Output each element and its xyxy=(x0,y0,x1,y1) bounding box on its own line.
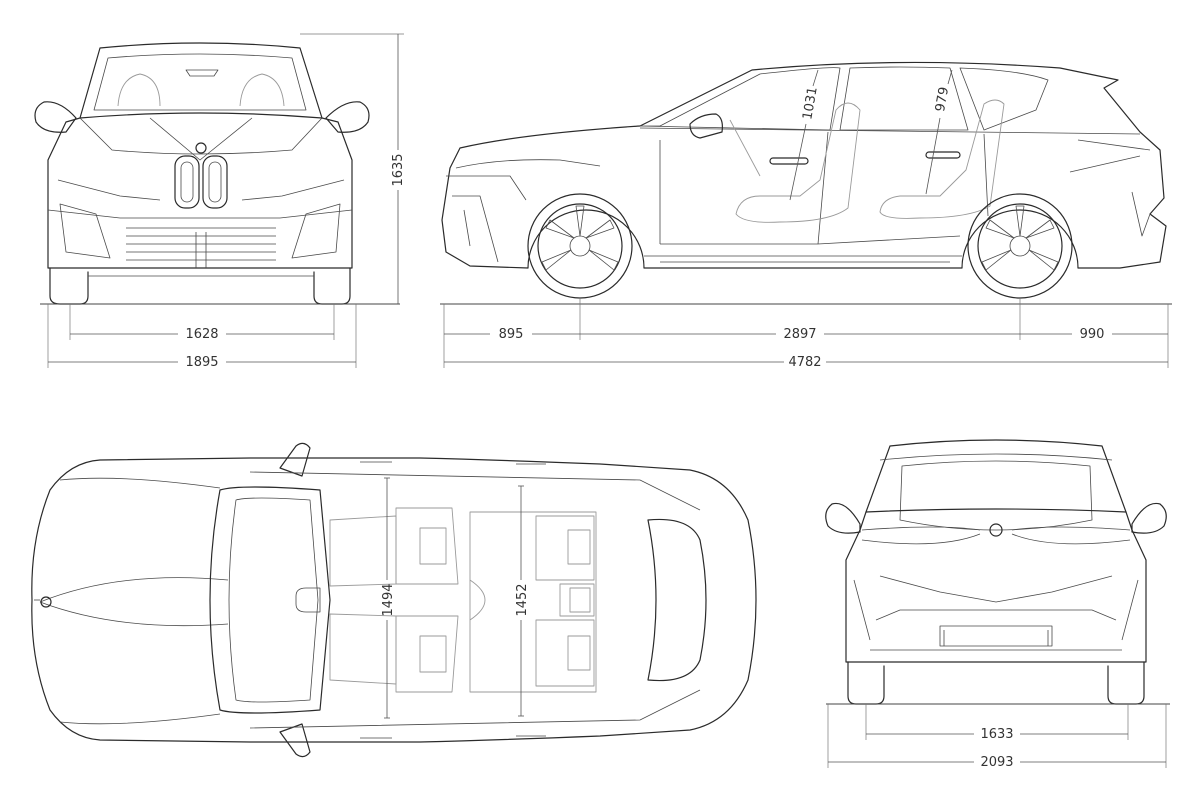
rear-overhang-label: 990 xyxy=(1080,327,1105,342)
brand-emblem-rear xyxy=(989,523,1003,537)
front-wheel xyxy=(527,193,633,299)
rear-left-mirror xyxy=(825,502,861,534)
side-view-dimensions: 895 2897 990 4782 1031 979 xyxy=(443,69,1169,370)
front-left-mirror xyxy=(34,101,77,133)
front-right-mirror xyxy=(325,101,370,133)
kidney-grille-right xyxy=(202,155,228,209)
top-view xyxy=(31,442,757,758)
rear-right-mirror xyxy=(1131,502,1167,534)
top-right-mirror xyxy=(279,723,311,758)
front-track-label: 1628 xyxy=(185,327,218,342)
brand-emblem-front xyxy=(195,142,207,154)
rear-shoulder-label: 1452 xyxy=(515,583,530,616)
rear-view xyxy=(825,439,1170,705)
side-view xyxy=(440,61,1172,305)
brand-emblem-top xyxy=(40,596,52,608)
length-label: 4782 xyxy=(788,355,821,370)
side-mirror xyxy=(689,113,723,139)
front-door-handle xyxy=(769,157,809,165)
front-headroom-label: 1031 xyxy=(800,86,821,121)
kidney-grille-left xyxy=(174,155,200,209)
rear-headroom-label: 979 xyxy=(933,86,952,113)
top-left-mirror xyxy=(279,442,311,477)
front-overhang-label: 895 xyxy=(499,327,524,342)
front-width-label: 1895 xyxy=(185,355,218,370)
rear-track-label: 1633 xyxy=(980,727,1013,742)
rear-view-dimensions: 1633 2093 xyxy=(827,704,1167,770)
height-label: 1635 xyxy=(391,153,406,186)
wheelbase-label: 2897 xyxy=(783,327,816,342)
top-view-dimensions: 1494 1452 xyxy=(381,477,530,719)
rear-door-handle xyxy=(925,151,961,159)
front-view xyxy=(34,42,400,305)
front-view-dimensions: 1628 1895 1635 xyxy=(47,33,406,370)
front-shoulder-label: 1494 xyxy=(381,583,396,616)
rear-width-label: 2093 xyxy=(980,755,1013,770)
